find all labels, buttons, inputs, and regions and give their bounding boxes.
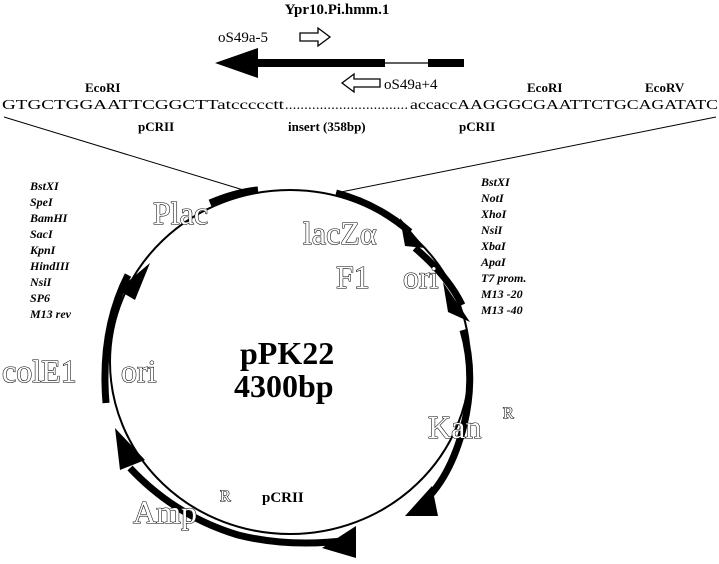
right-site: T7 prom. — [481, 271, 526, 285]
primer-reverse-label: oS49a+4 — [384, 77, 438, 93]
right-site-list: BstXI NotI XhoI NsiI XbaI ApaI T7 prom. … — [480, 175, 526, 317]
right-site: ApaI — [480, 255, 507, 269]
plac-label: Plac — [153, 195, 208, 231]
right-site: M13 -40 — [480, 303, 523, 317]
gene-arrow — [215, 48, 464, 78]
left-site: HindIII — [29, 259, 71, 273]
right-site: NotI — [480, 191, 505, 205]
right-site: M13 -20 — [480, 287, 523, 301]
left-site: SP6 — [30, 291, 50, 305]
right-site: NsiI — [480, 223, 504, 237]
sequence-right: accaccAAGGGCGAATTCTGCAGATATC — [410, 98, 718, 113]
amp-arrowhead — [115, 428, 145, 470]
pcrii-left-label: pCRII — [138, 119, 174, 134]
kan-superscript: R — [503, 405, 514, 422]
left-site: NsiI — [29, 275, 53, 289]
f1-ori-label: ori — [403, 259, 439, 295]
primer-reverse-arrow — [340, 72, 381, 94]
plasmid-size: 4300bp — [234, 368, 334, 404]
amp-superscript: R — [220, 488, 231, 505]
lacz-label: lacZα — [303, 215, 377, 251]
ecorv-label: EcoRV — [645, 80, 685, 95]
cole1-label: colE1 — [2, 353, 77, 389]
amp-label: Amp — [133, 494, 197, 530]
cole1-arrowhead — [118, 263, 150, 300]
f1-arc — [412, 245, 466, 307]
kan-label: Kan — [428, 409, 481, 445]
sequence-left: GTGCTGGAATTCGGCTTatccccctt — [2, 98, 284, 113]
kan-arc — [417, 329, 474, 508]
f1-arrowhead — [443, 282, 470, 322]
pcrii-right-label: pCRII — [459, 119, 495, 134]
left-site: M13 rev — [29, 307, 72, 321]
ecori-left-label: EcoRI — [85, 80, 120, 95]
feature-arrowheads — [115, 218, 470, 558]
left-site: KpnI — [29, 243, 57, 257]
sequence-dots: ................................ — [285, 98, 408, 113]
right-site: XhoI — [480, 207, 508, 221]
right-site: BstXI — [480, 175, 511, 189]
left-site: SpeI — [30, 195, 54, 209]
pcrii-ring-label: pCRII — [262, 490, 304, 506]
amp-arc — [127, 465, 351, 547]
insert-label: insert (358bp) — [288, 119, 366, 134]
lacz-arrowhead — [400, 218, 425, 248]
right-site: XbaI — [480, 239, 507, 253]
plasmid-name: pPK22 — [240, 335, 334, 371]
left-site-list: BstXI SpeI BamHI SacI KpnI HindIII NsiI … — [29, 179, 72, 321]
zoom-line-left — [3, 116, 251, 193]
left-site: BstXI — [29, 179, 60, 193]
primer-forward-label: oS49a-5 — [218, 30, 268, 46]
left-site: BamHI — [29, 211, 69, 225]
left-site: SacI — [30, 227, 54, 241]
primer-forward-arrow — [299, 26, 332, 48]
zoom-line-right — [335, 116, 717, 194]
pcrii-arrowhead — [322, 526, 356, 558]
plac-arc — [208, 186, 259, 207]
kan-arrowhead — [405, 486, 438, 516]
gene-name: Ypr10.Pi.hmm.1 — [285, 2, 390, 18]
cole1-ori-label: ori — [121, 353, 157, 389]
ecori-right-label: EcoRI — [527, 80, 562, 95]
f1-label: F1 — [336, 259, 370, 295]
